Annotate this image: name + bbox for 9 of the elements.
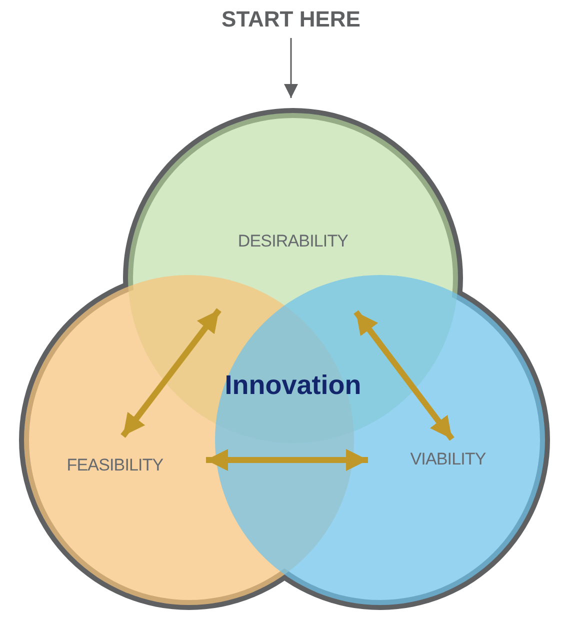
center-label: Innovation	[224, 364, 362, 406]
start-label: START HERE	[222, 2, 360, 36]
arrow	[206, 449, 368, 471]
circle-label: FEASIBILITY	[66, 454, 164, 476]
arrow	[120, 308, 222, 438]
arrow	[354, 310, 454, 441]
circle-label: VIABILITY	[410, 448, 486, 470]
arrow	[284, 38, 298, 98]
circle-label: DESIRABILITY	[238, 230, 348, 252]
